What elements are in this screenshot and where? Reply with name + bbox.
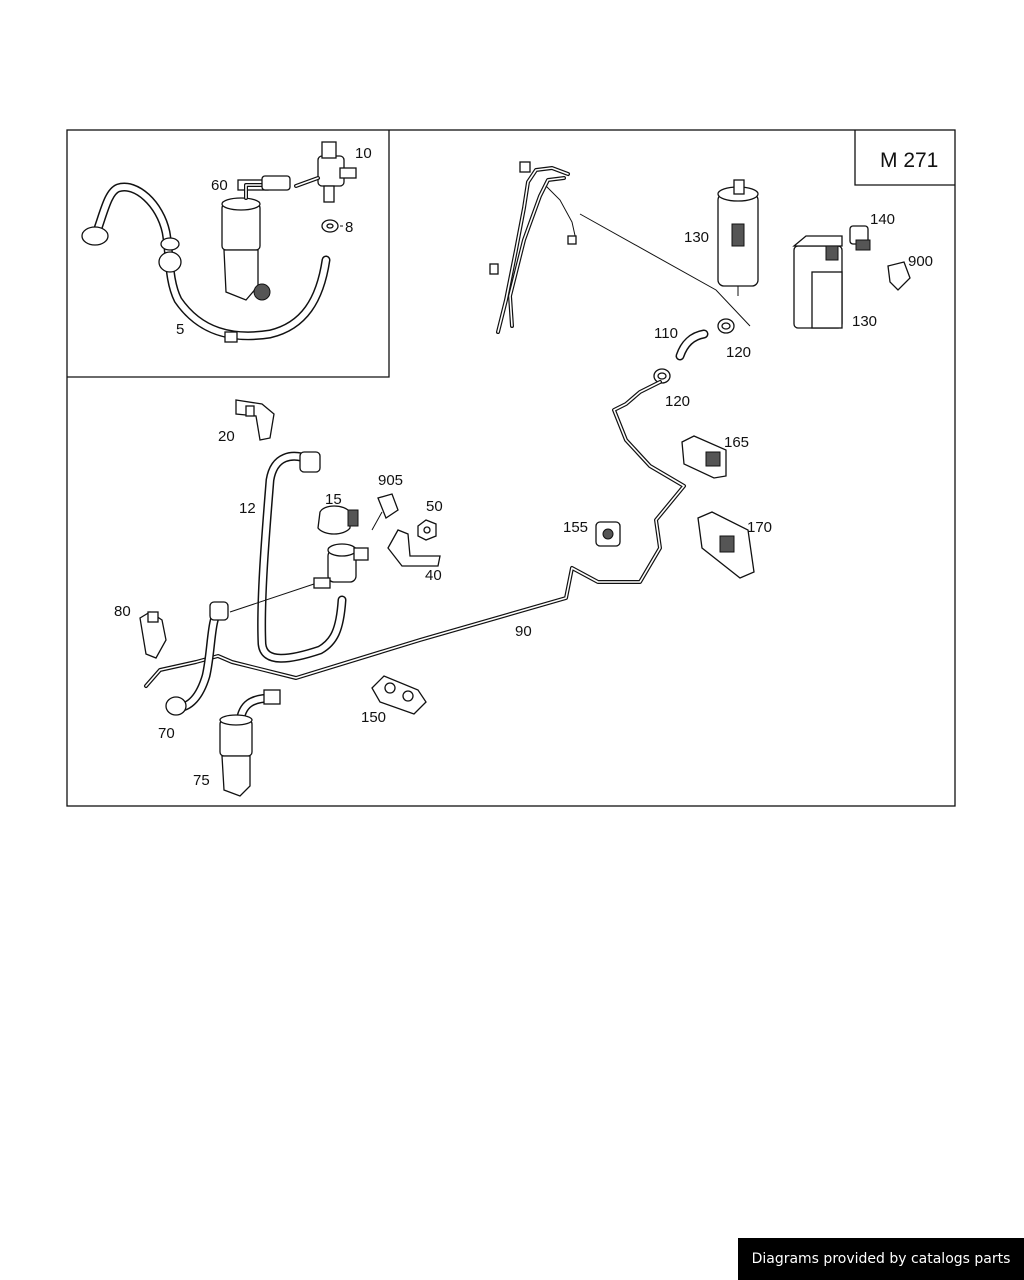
callout-110: 110 <box>654 325 678 342</box>
callout-15: 15 <box>325 491 342 508</box>
part-90-vent-line <box>144 380 686 688</box>
callout-50: 50 <box>426 498 443 515</box>
part-170-clip <box>697 511 755 579</box>
part-5-hose <box>81 182 331 343</box>
detail-inset-frame <box>67 130 390 378</box>
callout-10: 10 <box>355 145 372 162</box>
part-60-canister <box>221 175 291 301</box>
part-120-clamp-b <box>653 368 671 384</box>
part-80-clip <box>139 611 167 659</box>
part-120-clamp-a <box>717 318 735 334</box>
part-10-valve <box>294 141 357 203</box>
callout-905: 905 <box>378 472 403 489</box>
part-130-canister-a <box>717 179 759 296</box>
callout-90: 90 <box>515 623 532 640</box>
purge-valve <box>313 543 369 589</box>
callout-120-a: 120 <box>726 344 751 361</box>
part-150-clip <box>371 675 427 715</box>
part-110-hose <box>675 329 709 361</box>
callout-165: 165 <box>724 434 749 451</box>
part-15-strap <box>317 505 359 535</box>
part-140-connector <box>849 225 871 251</box>
callout-150: 150 <box>361 709 386 726</box>
part-20-bracket <box>235 399 275 441</box>
callout-140: 140 <box>870 211 895 228</box>
callout-130-b: 130 <box>852 313 877 330</box>
model-code-box <box>854 130 955 186</box>
callout-20: 20 <box>218 428 235 445</box>
wiring-harness <box>489 161 577 334</box>
part-900-seal <box>887 261 911 291</box>
callout-900: 900 <box>908 253 933 270</box>
callout-130-a: 130 <box>684 229 709 246</box>
part-165-clip <box>681 435 727 479</box>
callout-60: 60 <box>211 177 228 194</box>
callout-8: 8 <box>345 219 353 236</box>
part-130-canister-b <box>792 235 843 329</box>
part-75-canister <box>219 689 281 797</box>
diagram-frame <box>66 129 956 807</box>
callout-5: 5 <box>176 321 184 338</box>
part-40-bracket <box>387 529 441 567</box>
part-12-hose <box>257 451 347 663</box>
callout-70: 70 <box>158 725 175 742</box>
callout-170: 170 <box>747 519 772 536</box>
part-50-nut <box>417 519 437 541</box>
harness-leader <box>579 213 751 327</box>
callout-75: 75 <box>193 772 210 789</box>
callout-120-b: 120 <box>665 393 690 410</box>
part-155-clip <box>595 521 621 547</box>
callout-12: 12 <box>239 500 256 517</box>
part-70-hose <box>165 601 229 716</box>
credit-footer: Diagrams provided by catalogs parts <box>738 1238 1024 1280</box>
callout-80: 80 <box>114 603 131 620</box>
part-905-label <box>377 493 399 519</box>
callout-155: 155 <box>563 519 588 536</box>
callout-40: 40 <box>425 567 442 584</box>
model-code: M 271 <box>880 149 938 172</box>
part-8-clip <box>321 219 339 233</box>
